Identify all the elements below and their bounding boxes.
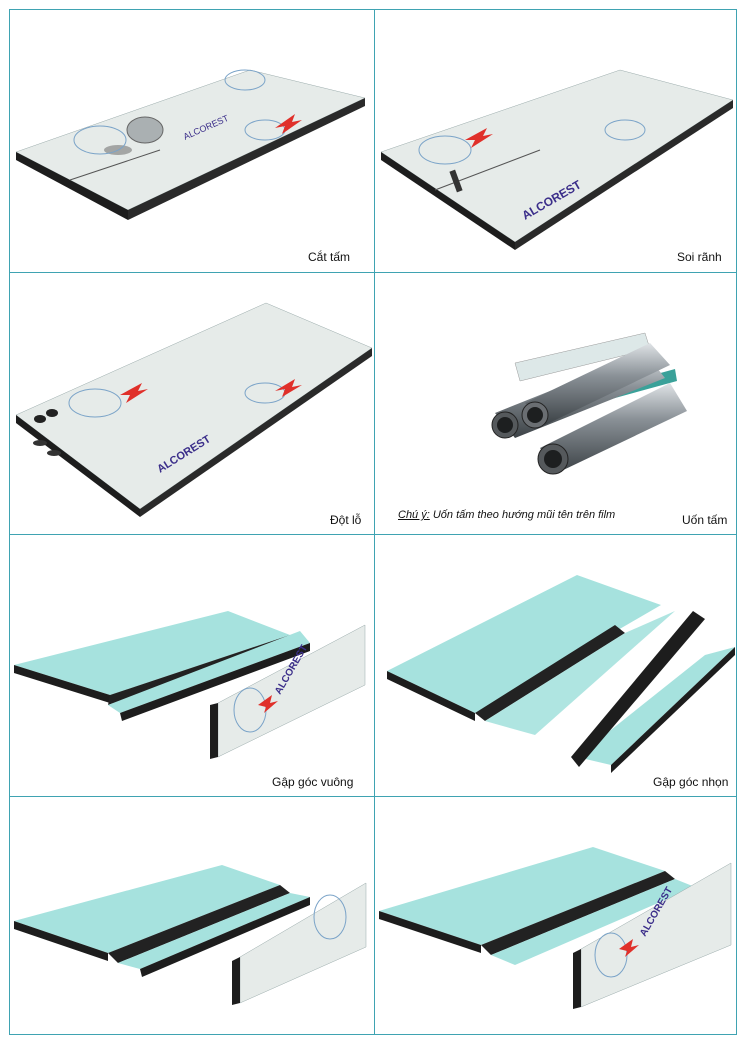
cell-cut: ALCOREST Cắt tấm (10, 10, 374, 272)
cell-fold-4: ALCOREST (375, 797, 738, 1036)
punch-panel-illustration: ALCOREST (15, 302, 373, 517)
bend-note-text: Uốn tấm theo hướng mũi tên trên film (429, 509, 616, 521)
fold-acute-illustration (387, 575, 735, 773)
process-grid: ALCOREST Cắt tấm ALCOREST Soi rãnh (9, 9, 737, 1035)
fold-3-illustration (14, 865, 367, 1005)
bend-note-prefix: Chú ý: (398, 509, 430, 521)
fold-right-illustration: ALCOREST (14, 611, 366, 759)
grid-divider-row-3 (10, 796, 736, 797)
bend-note: Chú ý: Uốn tấm theo hướng mũi tên trên f… (398, 509, 615, 521)
cell-punch: ALCOREST Đột lỗ (10, 273, 374, 534)
label-bend: Uốn tấm (682, 513, 728, 527)
label-fold-acute: Gập góc nhọn (653, 775, 729, 789)
grid-divider-row-1 (10, 272, 736, 273)
grid-divider-vertical (374, 10, 375, 1034)
label-cut: Cắt tấm (308, 250, 351, 264)
label-punch: Đột lỗ (330, 513, 362, 527)
bend-rollers-illustration (491, 332, 687, 475)
cell-groove: ALCOREST Soi rãnh (375, 10, 738, 272)
cell-bend: Chú ý: Uốn tấm theo hướng mũi tên trên f… (375, 273, 738, 534)
label-groove: Soi rãnh (677, 250, 722, 264)
cell-fold-3 (10, 797, 374, 1036)
cut-panel-illustration: ALCOREST (15, 69, 366, 220)
cell-fold-right: ALCOREST Gập góc vuông (10, 535, 374, 796)
fold-4-illustration: ALCOREST (379, 847, 732, 1009)
label-fold-right: Gập góc vuông (272, 775, 354, 789)
grid-divider-row-2 (10, 534, 736, 535)
groove-panel-illustration: ALCOREST (380, 69, 734, 250)
cell-fold-acute: Gập góc nhọn (375, 535, 738, 796)
